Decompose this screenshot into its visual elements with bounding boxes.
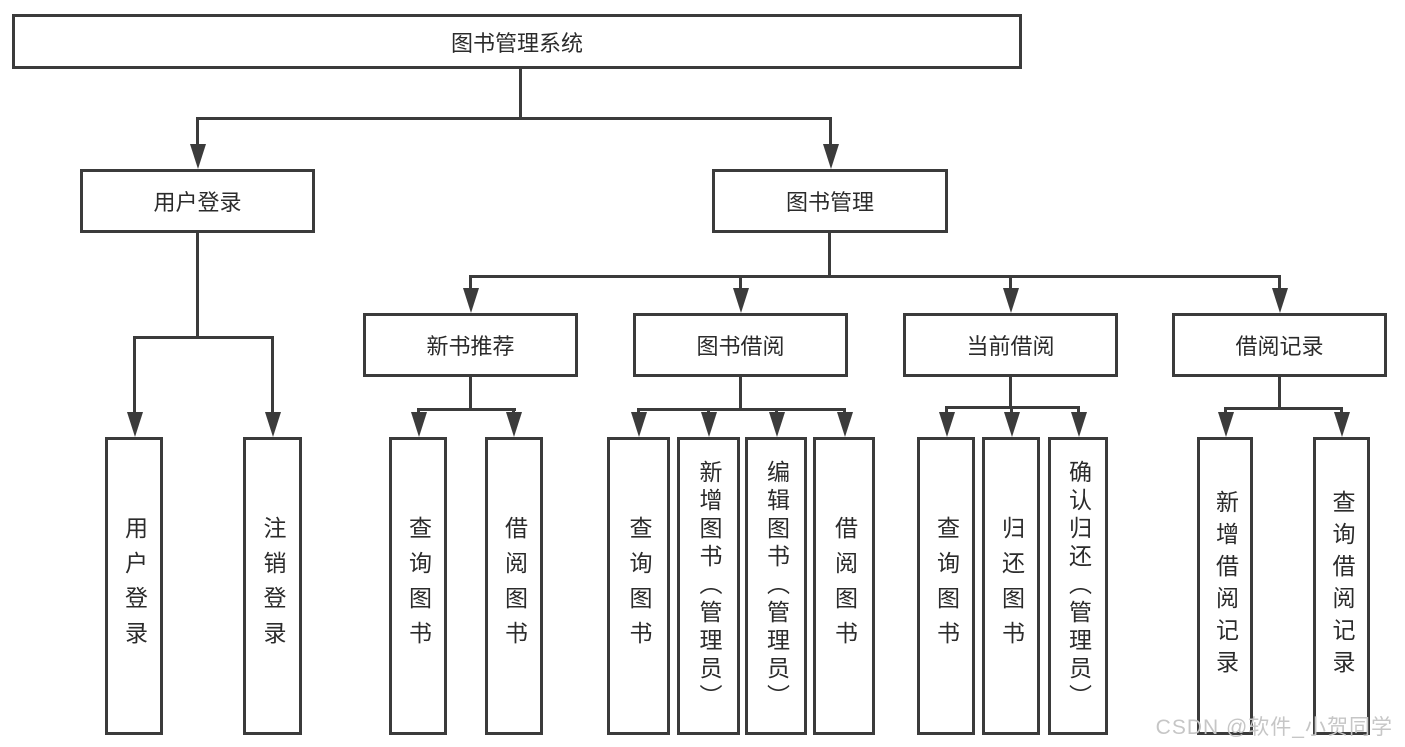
- leaf-records-query-borrow-record: 查询借阅记录: [1313, 437, 1370, 735]
- connector-line: [828, 231, 831, 278]
- connector-line: [637, 408, 845, 411]
- node-label: 编辑图书（管理员）: [763, 460, 790, 712]
- node-label: 用户登录: [153, 190, 242, 215]
- node-label: 确认归还（管理员）: [1065, 460, 1092, 712]
- watermark: CSDN @软件_小贺同学: [1155, 716, 1393, 739]
- arrow-down-icon: [945, 406, 948, 412]
- node-borrowing-records: 借阅记录: [1172, 313, 1387, 377]
- arrow-down-icon: [1224, 407, 1227, 412]
- arrow-down-icon: [739, 275, 742, 288]
- arrow-down-icon: [829, 117, 832, 144]
- node-book-borrowing: 图书借阅: [633, 313, 848, 377]
- node-label: 查询借阅记录: [1329, 490, 1355, 682]
- node-label: 归还图书: [998, 516, 1025, 656]
- arrow-down-icon: [271, 336, 274, 412]
- connector-line: [1224, 407, 1343, 410]
- leaf-logout-login: 注销登录: [243, 437, 302, 735]
- node-label: 图书管理系统: [450, 30, 583, 56]
- node-label: 借阅图书: [501, 516, 528, 656]
- leaf-borrowing-query-books: 查询图书: [607, 437, 670, 735]
- leaf-current-return-books: 归还图书: [982, 437, 1040, 735]
- arrow-down-icon: [637, 408, 640, 412]
- node-current-borrowing: 当前借阅: [903, 313, 1118, 377]
- node-label: 查询图书: [626, 516, 652, 656]
- connector-line: [1278, 375, 1281, 410]
- node-label: 借阅记录: [1235, 334, 1324, 359]
- node-library-management-system: 图书管理系统: [12, 14, 1022, 69]
- node-label: 新增借阅记录: [1212, 490, 1239, 682]
- node-label: 查询图书: [405, 516, 432, 656]
- arrow-down-icon: [775, 408, 778, 412]
- connector-line: [469, 275, 1281, 278]
- node-user-login: 用户登录: [80, 169, 315, 233]
- node-label: 图书借阅: [696, 334, 785, 359]
- connector-line: [417, 408, 516, 411]
- arrow-down-icon: [196, 117, 199, 144]
- arrow-down-icon: [1340, 407, 1343, 412]
- connector-line: [739, 375, 742, 411]
- arrow-down-icon: [133, 336, 136, 412]
- leaf-borrowing-borrow-books: 借阅图书: [813, 437, 875, 735]
- arrow-down-icon: [417, 408, 420, 412]
- connector-line: [469, 375, 472, 411]
- connector-line: [196, 231, 199, 339]
- connector-line: [133, 336, 274, 339]
- connector-line: [196, 117, 832, 120]
- node-label: 用户登录: [121, 516, 148, 656]
- arrow-down-icon: [843, 408, 846, 412]
- node-label: 注销登录: [260, 516, 286, 656]
- node-label: 借阅图书: [831, 516, 858, 656]
- arrow-down-icon: [707, 408, 710, 412]
- arrow-down-icon: [1077, 406, 1080, 412]
- arrow-down-icon: [1010, 406, 1013, 412]
- leaf-records-add-borrow-record: 新增借阅记录: [1197, 437, 1253, 735]
- node-label: 新增图书（管理员）: [696, 460, 722, 712]
- node-label: 图书管理: [785, 190, 874, 215]
- connector-line: [1009, 375, 1012, 409]
- leaf-borrowing-edit-books-admin: 编辑图书（管理员）: [745, 437, 807, 735]
- leaf-recommend-query-books: 查询图书: [389, 437, 447, 735]
- arrow-down-icon: [1278, 275, 1281, 288]
- leaf-borrowing-add-books-admin: 新增图书（管理员）: [677, 437, 740, 735]
- node-new-book-recommendation: 新书推荐: [363, 313, 578, 377]
- node-book-management: 图书管理: [712, 169, 948, 233]
- arrow-down-icon: [512, 408, 515, 412]
- node-label: 当前借阅: [966, 334, 1055, 359]
- leaf-current-confirm-return-admin: 确认归还（管理员）: [1048, 437, 1108, 735]
- arrow-down-icon: [1009, 275, 1012, 288]
- leaf-recommend-borrow-books: 借阅图书: [485, 437, 543, 735]
- connector-line: [519, 66, 522, 118]
- leaf-current-query-books: 查询图书: [917, 437, 975, 735]
- node-label: 新书推荐: [426, 334, 515, 359]
- node-label: 查询图书: [933, 516, 960, 656]
- leaf-user-login: 用户登录: [105, 437, 163, 735]
- arrow-down-icon: [469, 275, 472, 288]
